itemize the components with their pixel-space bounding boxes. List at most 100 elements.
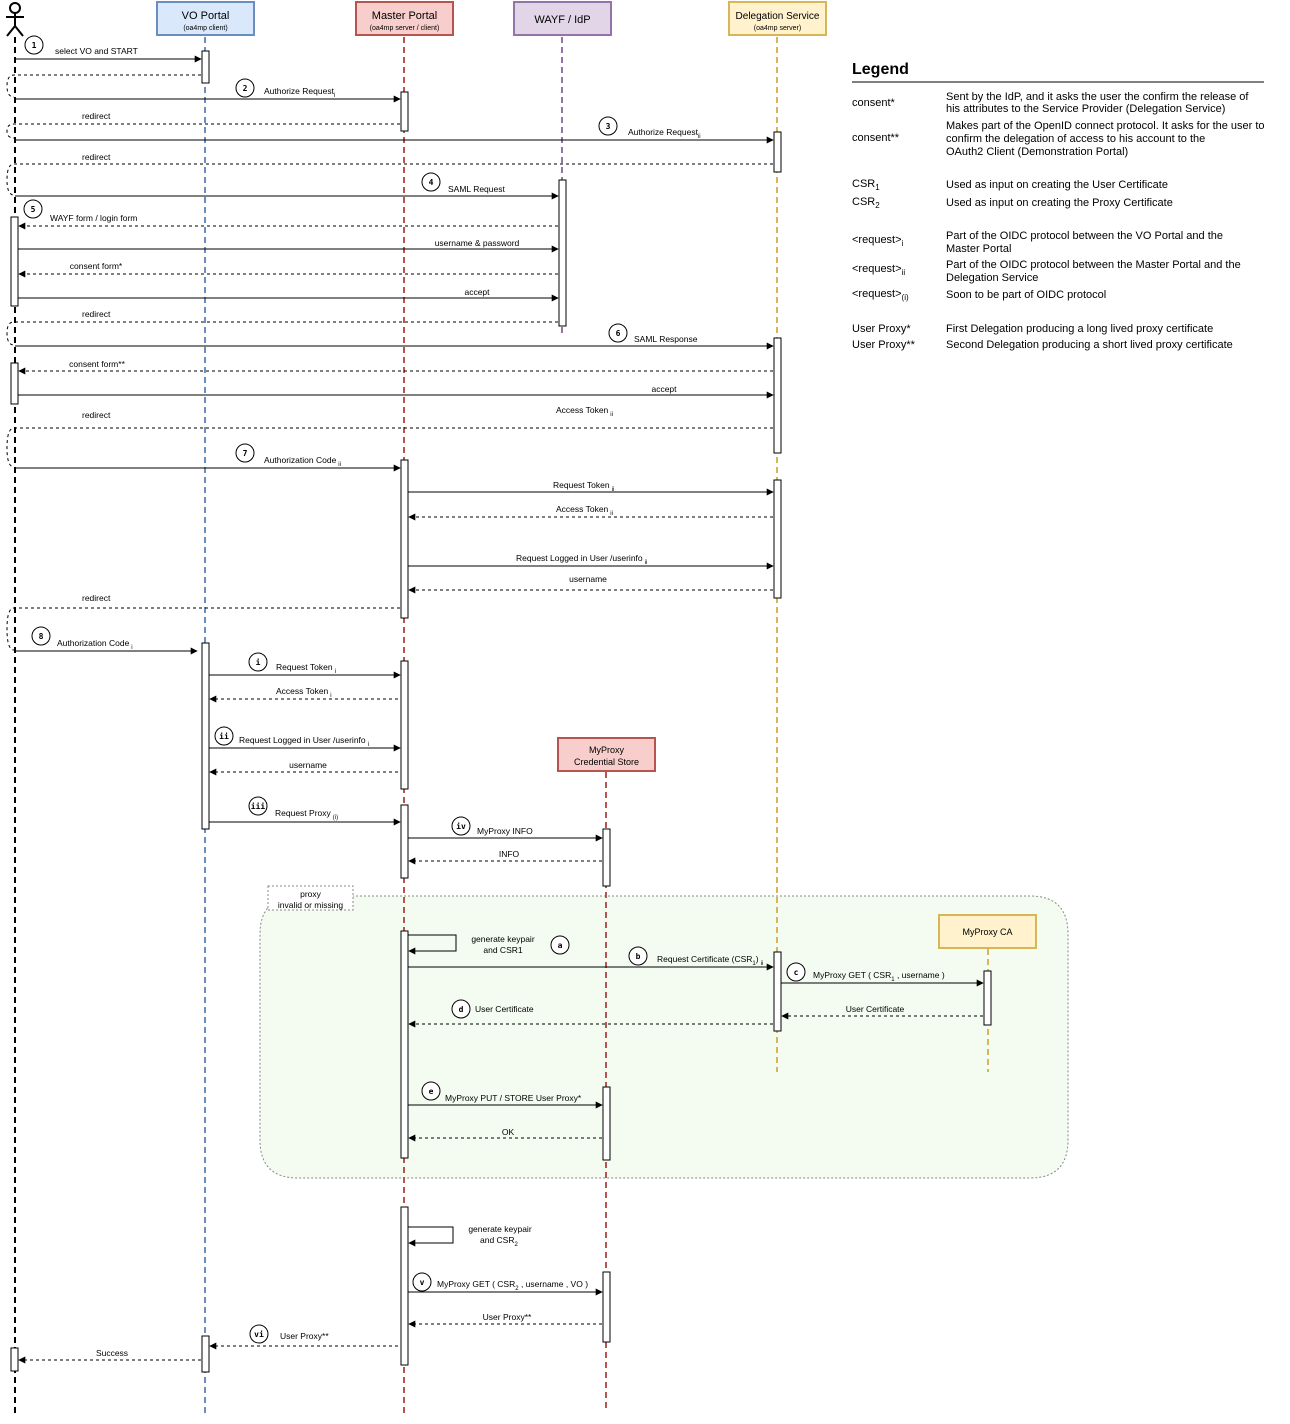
svg-text:5: 5 [31,205,36,214]
step-marker-e: e [421,1081,441,1101]
message-label: redirect [82,152,111,162]
return-arrow [6,123,400,139]
step-marker-5: 5 [23,199,43,219]
activation-bar [201,50,210,84]
message-label: INFO [499,849,520,859]
message-labels: select VO and START Authorize Requesti r… [50,46,945,1358]
message-label: MyProxy INFO [477,826,533,836]
message-label: and CSR1 [483,945,522,955]
credential-store-title-line2: Credential Store [574,757,639,767]
return-arrow [6,74,201,98]
self-arrow [408,934,457,955]
delegation-service-subtitle: (oa4mp server) [754,25,801,32]
legend-title: Legend [852,61,909,78]
message-label: OK [502,1127,515,1137]
step-marker-1: 1 [24,35,44,55]
legend-desc: Second Delegation producing a short live… [946,339,1233,351]
svg-text:d: d [459,1005,464,1014]
legend-term: CSR1 [852,178,880,192]
return-arrow [6,163,773,196]
activation-bar [10,1347,19,1372]
legend-term: User Proxy** [852,339,916,351]
activation-bar [773,479,782,599]
legend-term: <request>(i) [852,288,909,302]
group-label-line1: proxy [300,889,322,899]
legend-desc: Part of the OIDC protocol between the Ma… [946,259,1241,271]
svg-text:i: i [256,657,261,667]
message-label: Request Certificate (CSR1)ii [657,954,763,967]
master-portal-subtitle: (oa4mp server / client) [370,25,440,32]
activation-bar [201,642,210,830]
group-label-line2: invalid or missing [278,900,343,910]
svg-text:4: 4 [429,178,434,187]
legend-term: <request>ii [852,263,905,277]
messages [6,55,984,1364]
activation-bar [773,951,782,1032]
return-arrow [6,321,558,346]
wayf-title: WAYF / IdP [534,14,590,26]
legend-term: consent* [852,97,896,109]
self-arrow [408,1226,454,1247]
master-portal-header: Master Portal (oa4mp server / client) [355,1,454,36]
message-label: SAML Request [448,184,505,194]
message-label: redirect [82,111,111,121]
master-portal-title: Master Portal [372,10,437,22]
step-marker-4: 4 [421,172,441,192]
step-marker-vi: vi [249,1324,269,1344]
wayf-header: WAYF / IdP [513,1,612,36]
svg-text:3: 3 [606,122,611,131]
delegation-service-header: Delegation Service (oa4mp server) [728,1,827,36]
message-label: Authorize Requesti [264,86,335,99]
step-marker-3: 3 [598,116,618,136]
legend-term: User Proxy* [852,323,911,335]
step-marker-2: 2 [235,78,255,98]
return-arrow [6,427,773,468]
step-marker-iv: iv [451,816,471,836]
svg-text:2: 2 [243,84,248,93]
legend-desc: Makes part of the OpenID connect protoco… [946,120,1265,132]
return-arrow [6,607,400,651]
step-marker-7: 7 [235,443,255,463]
step-marker-b: b [628,946,648,966]
message-label: accept [464,287,490,297]
legend-desc: Part of the OIDC protocol between the VO… [946,230,1223,242]
activation-bar [400,459,409,619]
legend-desc: Master Portal [946,243,1011,255]
svg-text:iv: iv [456,821,466,831]
activation-bar [400,804,409,879]
legend-desc: his attributes to the Service Provider (… [946,103,1225,115]
message-label: generate keypair [471,934,534,944]
message-label: username [569,574,607,584]
activation-bar [201,1335,210,1373]
svg-text:e: e [429,1087,434,1096]
activation-bar [983,970,992,1026]
activation-bar [400,660,409,790]
activation-bar [602,1086,611,1161]
message-label: username & password [435,238,520,248]
svg-text:b: b [636,952,641,961]
activation-bar [400,91,409,132]
svg-text:v: v [420,1278,425,1287]
message-label: and CSR2 [480,1235,519,1248]
step-marker-6: 6 [608,323,628,343]
message-label: User Proxy** [483,1312,532,1322]
legend-desc: confirm the delegation of access to his … [946,133,1205,145]
activation-bar [558,179,567,327]
svg-text:a: a [558,941,563,950]
delegation-service-title: Delegation Service [736,11,820,22]
svg-text:7: 7 [243,449,248,458]
user-actor-icon [6,2,24,37]
message-label: username [289,760,327,770]
activation-bar [602,1271,611,1343]
step-marker-v: v [412,1272,432,1292]
legend-desc: Delegation Service [946,272,1038,284]
legend: Legend consent* Sent by the IdP, and it … [852,61,1265,351]
step-markers: 1 2 3 4 5 6 7 8 i ii iii iv a b c d e v … [23,35,806,1344]
activations [10,50,992,1373]
